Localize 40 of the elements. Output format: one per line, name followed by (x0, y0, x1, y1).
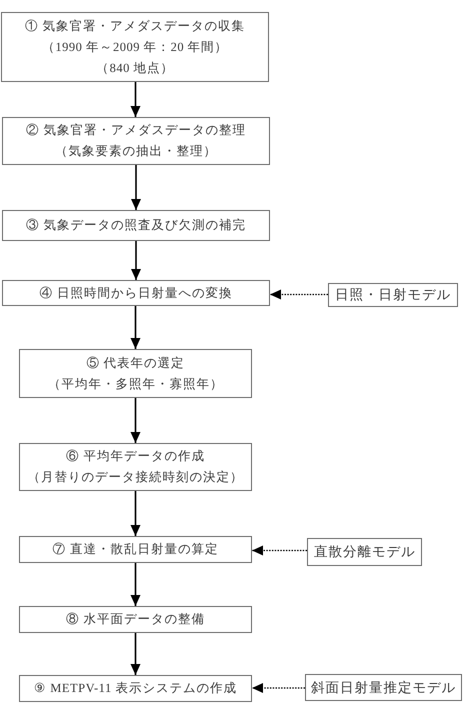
step-note: （840 地点） (96, 60, 174, 76)
process-box (19, 606, 252, 633)
step-title: ⑧ 水平面データの整備 (66, 611, 205, 628)
process-box (19, 675, 252, 702)
step-note: （月替りのデータ接続時刻の決定） (28, 469, 244, 486)
model-box (305, 674, 462, 701)
process-box (19, 443, 252, 491)
arrow (130, 82, 140, 117)
model-label: 日照・日射モデル (335, 286, 451, 304)
arrow (131, 165, 141, 210)
step-title: ⑥ 平均年データの作成 (66, 448, 205, 465)
arrow (130, 563, 140, 606)
process-box (1, 12, 269, 82)
arrow (130, 633, 140, 675)
step-title: ② 気象官署・アメダスデータの整理 (26, 122, 246, 139)
step-title: ⑦ 直達・散乱日射量の算定 (52, 541, 218, 558)
model-box (307, 538, 422, 566)
process-box (19, 536, 252, 563)
arrow (130, 491, 140, 536)
step-title: ⑨ METPV-11 表示システムの作成 (34, 680, 237, 697)
process-box (2, 117, 270, 165)
arrow (131, 241, 141, 280)
process-box (19, 349, 252, 398)
step-note: （1990 年～2009 年：20 年間） (42, 38, 228, 56)
model-box (328, 283, 458, 307)
step-title: ④ 日照時間から日射量への変換 (40, 284, 232, 302)
model-label: 直散分離モデル (314, 543, 416, 561)
process-box (2, 210, 270, 241)
model-label: 斜面日射量推定モデル (311, 678, 456, 696)
step-title: ⑤ 代表年の選定 (86, 354, 185, 372)
dotted-arrow (252, 683, 305, 693)
dotted-arrow (270, 290, 328, 300)
arrow (130, 398, 140, 443)
arrow (130, 306, 140, 349)
step-note: （平均年・多照年・寡照年） (48, 376, 224, 392)
step-note: （気象要素の抽出・整理） (55, 143, 217, 160)
process-box (2, 280, 270, 306)
step-title: ③ 気象データの照査及び欠測の補完 (26, 217, 246, 234)
step-title: ① 気象官署・アメダスデータの収集 (25, 18, 245, 34)
dotted-arrow (252, 546, 307, 556)
